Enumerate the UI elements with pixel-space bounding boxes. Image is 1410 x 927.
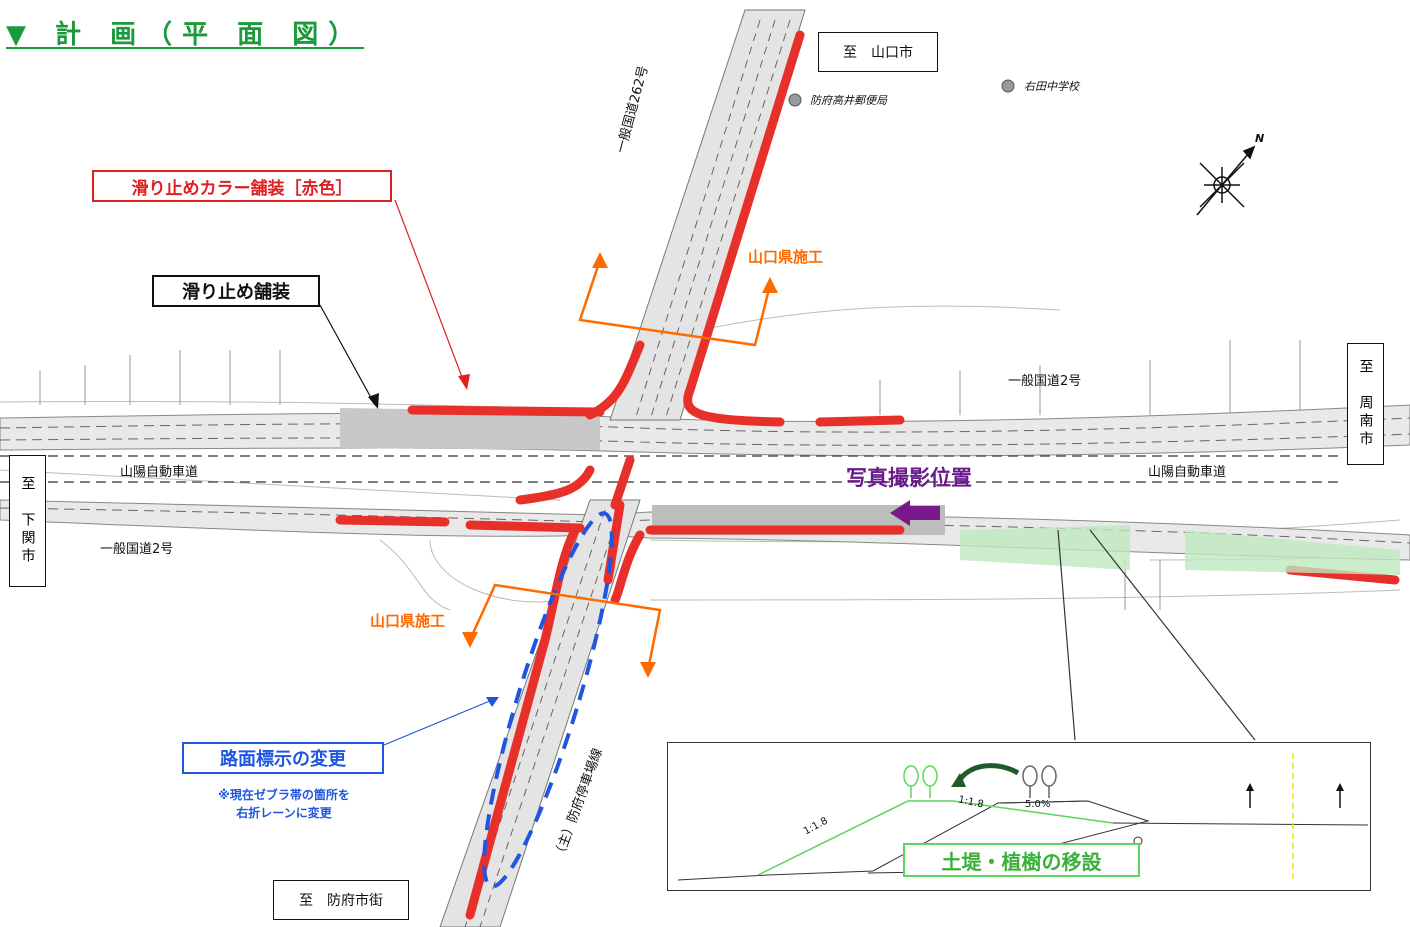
- dest-yamaguchi: 至 山口市: [818, 32, 938, 72]
- photo-position-arrow: [890, 500, 940, 526]
- old-tree-icons: [1022, 765, 1057, 798]
- sanyo-east-label: 山陽自動車道: [1148, 465, 1227, 480]
- compass-north-label: N: [1255, 132, 1265, 145]
- red-paving-callout: 滑り止めカラー舗装［赤色］: [92, 170, 392, 202]
- leader-arrowheads: [368, 374, 499, 707]
- dest-shimonoseki: 至 下関市: [9, 455, 46, 587]
- sanyo-west-label: 山陽自動車道: [120, 465, 199, 480]
- post-office-dot: [788, 93, 802, 107]
- photo-position-label: 写真撮影位置: [846, 466, 972, 490]
- embankment-relocation-caption: 土堤・植樹の移設: [903, 843, 1140, 877]
- antislip-area-west: [340, 408, 600, 450]
- cross-section-inset: 1:1.8 1:1.8 5.0% 土堤・植樹の移設: [667, 742, 1371, 891]
- new-embankment-line: [757, 800, 1114, 876]
- post-office-label: 防府高井郵便局: [810, 94, 887, 107]
- embankment-area-east: [1185, 530, 1400, 575]
- pref-work-south-label: 山口県施工: [370, 612, 446, 630]
- route2-west-label: 一般国道2号: [100, 542, 174, 557]
- marking-change-ellipse: [482, 511, 614, 889]
- school-label: 右田中学校: [1024, 80, 1079, 93]
- dest-hofu: 至 防府市街: [273, 880, 409, 920]
- grade-label: 5.0%: [1025, 799, 1051, 810]
- route2-east-label: 一般国道2号: [1008, 374, 1082, 389]
- sanyo-expressway: [0, 455, 1340, 483]
- relocation-arrow: [955, 763, 1020, 785]
- route262-road: [609, 9, 806, 421]
- lane-markings: [0, 417, 1410, 544]
- new-tree-icons: [903, 765, 938, 798]
- marking-change-note: ※現在ゼブラ帯の箇所を 右折レーンに変更: [218, 788, 350, 820]
- compass-icon: [1196, 145, 1256, 216]
- pref-work-north-label: 山口県施工: [748, 248, 824, 266]
- school-dot: [1001, 79, 1015, 93]
- survey-ticks: [39, 340, 1301, 610]
- pref-work-north-bracket: [578, 259, 772, 347]
- pref-work-south-bracket: [468, 583, 662, 671]
- page-title: ▼ 計 画（平 面 図）: [6, 20, 365, 50]
- dest-shunan: 至 周南市: [1347, 343, 1384, 465]
- marking-change-callout: 路面標示の変更: [182, 742, 384, 774]
- leader-lines: [319, 199, 1256, 746]
- orange-arrowheads: [462, 252, 778, 678]
- antislip-callout: 滑り止め舗装: [152, 275, 320, 307]
- embankment-area: [960, 525, 1130, 570]
